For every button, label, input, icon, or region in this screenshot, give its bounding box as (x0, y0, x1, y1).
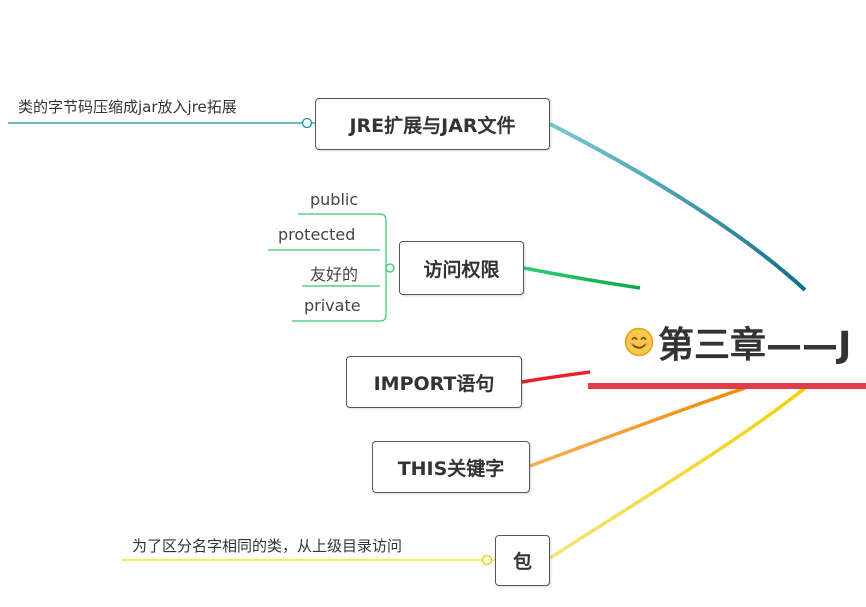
topic-jre-jar[interactable]: JRE扩展与JAR文件 (315, 98, 550, 150)
branch-line-import (521, 370, 591, 384)
topic-package[interactable]: 包 (495, 535, 550, 586)
central-topic[interactable]: 第三章——J (624, 316, 851, 368)
branch-line-jre (549, 122, 807, 292)
access-child-public[interactable]: public (310, 190, 359, 209)
note-connector-package (481, 554, 493, 566)
branch-line-this (529, 386, 746, 468)
note-jre: 类的字节码压缩成jar放入jre拓展 (18, 98, 237, 116)
note-package: 为了区分名字相同的类，从上级目录访问 (132, 537, 403, 555)
topic-this[interactable]: THIS关键字 (372, 441, 530, 493)
topic-import[interactable]: IMPORT语句 (346, 356, 522, 408)
access-child-protected[interactable]: protected (278, 225, 356, 244)
note-connector-jre (301, 117, 313, 129)
access-child-friendly[interactable]: 友好的 (310, 265, 359, 284)
branch-line-package (549, 386, 807, 560)
central-topic-label: 第三章——J (658, 325, 852, 366)
topic-access[interactable]: 访问权限 (399, 241, 524, 295)
smiley-icon (624, 327, 654, 357)
access-child-private[interactable]: private (304, 296, 361, 315)
branch-line-access (523, 266, 641, 290)
access-connector (385, 263, 395, 273)
